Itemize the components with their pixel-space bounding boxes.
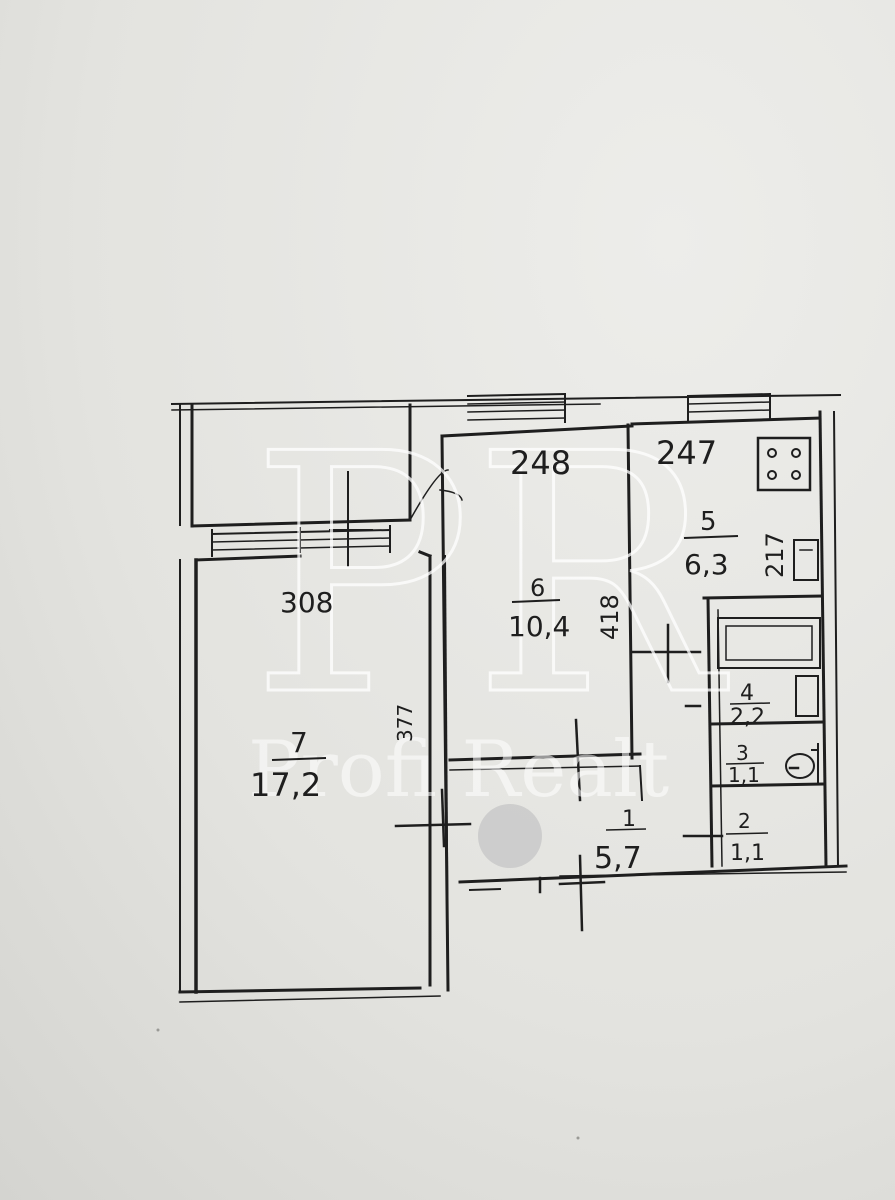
floor-plan: [170, 392, 848, 1003]
room-3-area: 1,1: [728, 763, 760, 787]
window-room-5: [686, 392, 772, 421]
bathroom-block: [706, 596, 824, 868]
room-7-area: 17,2: [250, 766, 321, 804]
room-1-number: 1: [622, 807, 636, 832]
room-2-area: 1,1: [730, 841, 765, 866]
room-6-number: 6: [530, 574, 545, 602]
paper-speck: [576, 1136, 580, 1140]
window-room-6: [466, 392, 567, 423]
room-7-number: 7: [290, 726, 308, 759]
room-3-number: 3: [736, 741, 749, 765]
kitchen-sink-symbol: [793, 539, 819, 581]
room-5-number: 5: [700, 507, 717, 537]
blurred-patch: [478, 804, 542, 868]
dimension-room-5-width: 217: [761, 532, 789, 578]
room-6-area: 10,4: [508, 610, 570, 643]
room-4-number: 4: [740, 681, 754, 706]
exterior-wall-top: [170, 393, 842, 406]
room-5-walls: [630, 410, 840, 868]
dimension-room-5-length: 247: [656, 434, 717, 472]
room-5-area: 6,3: [684, 548, 729, 581]
room-4-area: 2,2: [730, 705, 765, 730]
labels: 308 248 247 418 217 377 7 17,2 6 10,4 5 …: [250, 434, 789, 876]
room-1-area: 5,7: [594, 841, 642, 876]
dimension-room-6-length: 248: [510, 444, 571, 482]
stove-symbol: [756, 436, 812, 492]
door-marks: [394, 623, 800, 932]
dimension-room-7-length: 308: [280, 586, 333, 619]
room-6-walls: [440, 423, 642, 992]
watermark-logo: PR: [250, 384, 730, 768]
watermark: PR Profi Realt: [248, 383, 731, 816]
room-2-number: 2: [738, 809, 751, 833]
hall-walls: [458, 764, 848, 892]
dimension-room-7-width: 377: [393, 704, 417, 742]
balcony: [179, 403, 412, 567]
paper-speck: [156, 1028, 160, 1032]
dimension-room-6-width: 418: [596, 594, 624, 640]
balcony-window: [210, 525, 392, 557]
watermark-brand: Profi Realt: [248, 725, 669, 815]
